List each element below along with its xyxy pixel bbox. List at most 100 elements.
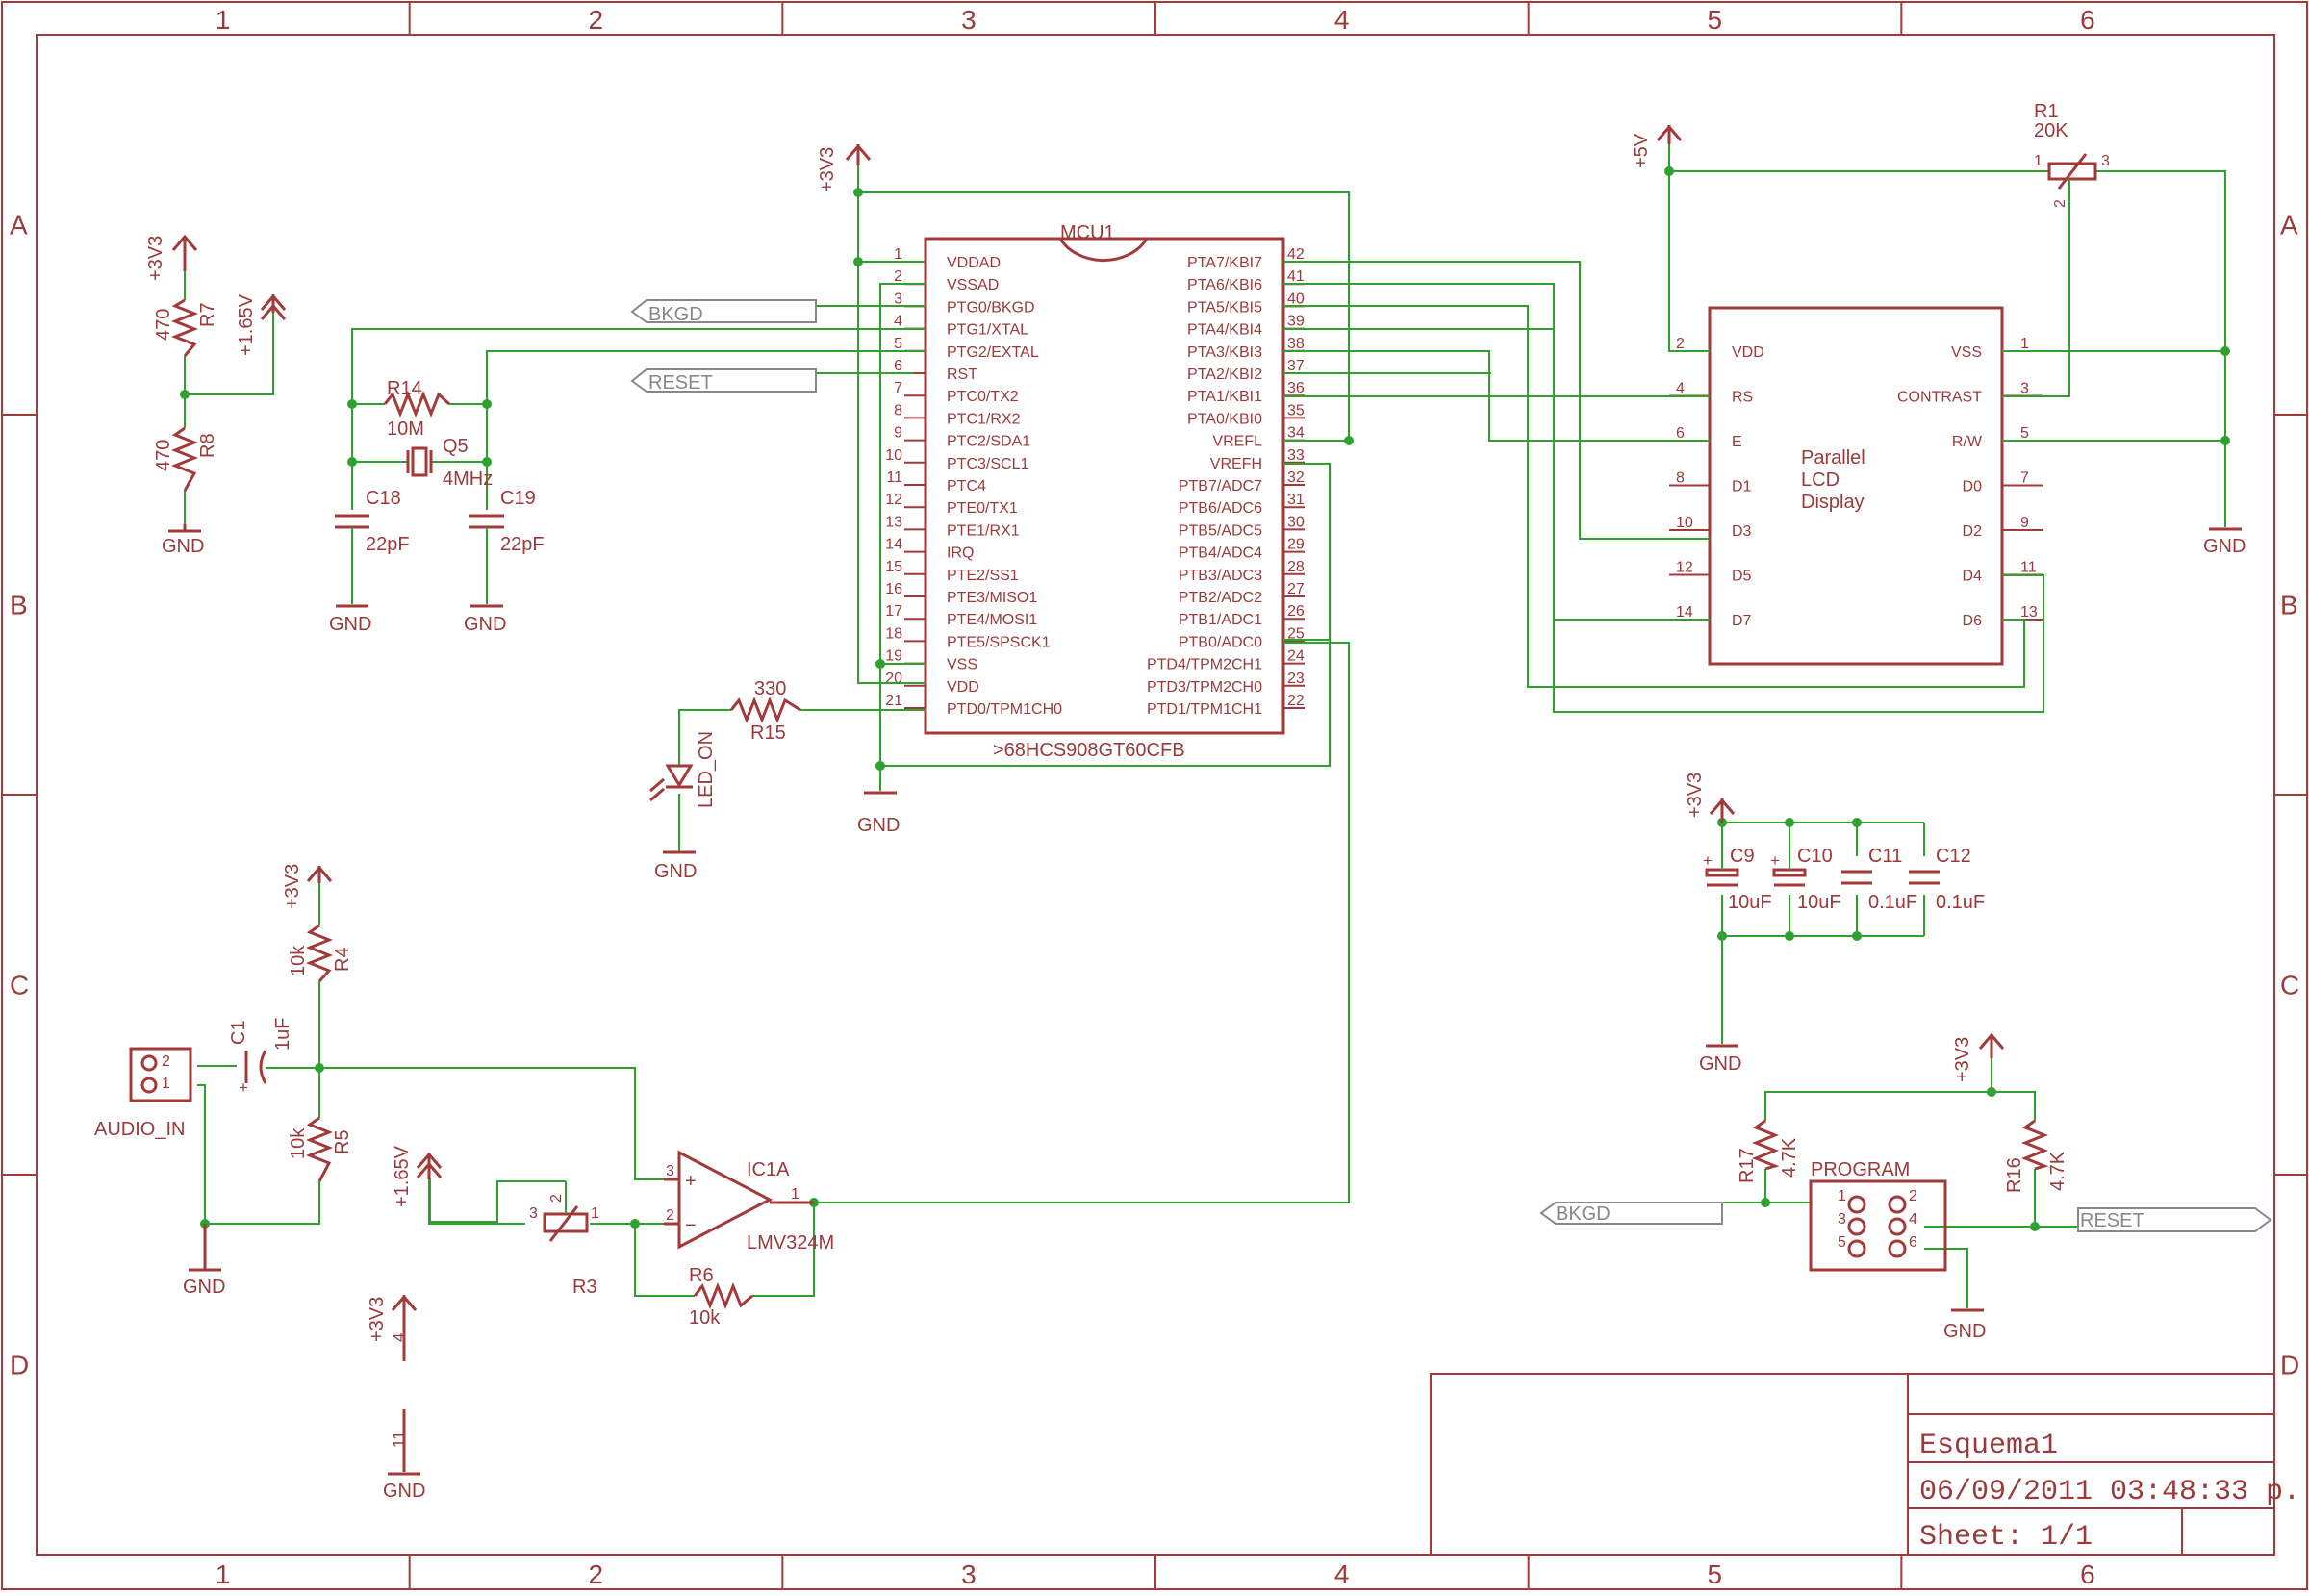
lcd-title-1: Parallel (1801, 447, 1865, 469)
svg-text:22pF: 22pF (366, 534, 410, 555)
mcu-pin-ptb1-adc1: PTB1/ADC1 (1179, 612, 1262, 628)
lcd-pin-num-4: 4 (1676, 381, 1685, 397)
mcu-pin-num-6: 6 (894, 358, 902, 374)
svg-text:R8: R8 (197, 433, 218, 458)
mcu-pin-ptd1-tpm1ch1: PTD1/TPM1CH1 (1147, 701, 1262, 718)
svg-text:BKGD: BKGD (1556, 1203, 1611, 1225)
frame-row-left-C: C (10, 971, 29, 1001)
svg-text:LED_ON: LED_ON (696, 731, 717, 808)
lcd-pin-num-7: 7 (2020, 470, 2029, 487)
mcu-pin-num-9: 9 (894, 425, 902, 442)
svg-text:PROGRAM: PROGRAM (1811, 1159, 1910, 1180)
passives: R7 470 R8 470 R14 10M Q5 4MHz C18 (94, 101, 2110, 1329)
mcu-pin-pta3-kbi3: PTA3/KBI3 (1187, 344, 1262, 361)
gnd-audio: GND (183, 1224, 225, 1298)
frame-row-left-D: D (10, 1351, 29, 1381)
svg-text:R14: R14 (387, 378, 422, 399)
frame-col-top-3: 3 (961, 5, 977, 35)
power-3v3-program: +3V3 (1952, 1032, 2005, 1082)
svg-text:R6: R6 (689, 1265, 714, 1286)
lcd-pin-vss: VSS (1951, 344, 1982, 361)
lcd-pin-num-11: 11 (2020, 560, 2037, 576)
mcu-pin-pta1-kbi1: PTA1/KBI1 (1187, 389, 1262, 405)
gnd-mcu: GND (857, 791, 900, 836)
frame-row-right-B: B (2280, 591, 2298, 621)
mcu-pin-ptb0-adc0: PTB0/ADC0 (1179, 634, 1262, 650)
power-5v-lcd: +5V (1631, 124, 1683, 168)
mcu-pin-num-14: 14 (885, 537, 902, 553)
svg-text:3: 3 (2101, 153, 2110, 169)
mcu-pin-pte4-mosi1: PTE4/MOSI1 (947, 612, 1037, 628)
mcu-pin-num-36: 36 (1287, 380, 1305, 396)
svg-text:R4: R4 (332, 947, 353, 972)
svg-text:11: 11 (390, 1431, 408, 1448)
frame-row-left-B: B (10, 591, 28, 621)
svg-text:1: 1 (1838, 1188, 1846, 1204)
frame-col-top-6: 6 (2080, 5, 2095, 35)
frame-col-bottom-1: 1 (216, 1559, 231, 1589)
mcu-pin-vss: VSS (947, 657, 977, 673)
lcd-pin-num-8: 8 (1676, 470, 1685, 487)
mcu-pin-ptc1-rx2: PTC1/RX2 (947, 411, 1021, 427)
lcd-pin-num-3: 3 (2020, 381, 2029, 397)
mcu-pin-pta5-kbi5: PTA5/KBI5 (1187, 299, 1262, 316)
lcd-pin-d4: D4 (1963, 569, 1983, 585)
mcu-pin-ptg0-bkgd: PTG0/BKGD (947, 299, 1035, 316)
mcu-pin-num-37: 37 (1287, 358, 1305, 374)
svg-text:LMV324M: LMV324M (747, 1232, 834, 1254)
resistor-r15: 330 R15 (729, 678, 801, 744)
mcu-pin-num-20: 20 (885, 671, 902, 687)
svg-text:+3V3: +3V3 (1685, 773, 1706, 818)
power-3v3-r4: +3V3 (282, 864, 333, 909)
mcu-pin-num-24: 24 (1287, 648, 1305, 665)
svg-text:RESET: RESET (2080, 1210, 2144, 1231)
svg-text:10M: 10M (387, 418, 424, 440)
svg-text:GND: GND (654, 861, 697, 882)
mcu-pin-num-16: 16 (885, 581, 902, 597)
lcd-pin-num-14: 14 (1676, 604, 1693, 621)
svg-text:1uF: 1uF (272, 1018, 293, 1051)
power-165-r3: +1.65V (392, 1145, 443, 1207)
mcu1-part: >68HCS908GT60CFB (993, 740, 1185, 761)
title-block-name: Esquema1 (1919, 1430, 2058, 1462)
resistor-r5: R5 10k (288, 1116, 353, 1182)
svg-text:GND: GND (383, 1481, 425, 1502)
svg-text:+3V3: +3V3 (282, 864, 303, 909)
svg-text:C1: C1 (228, 1020, 249, 1045)
mcu-pin-num-12: 12 (885, 492, 902, 508)
mcu-pin-vrefh: VREFH (1210, 456, 1262, 472)
svg-text:+: + (1703, 851, 1713, 870)
svg-text:20K: 20K (2034, 120, 2068, 141)
mcu-pin-pte2-ss1: PTE2/SS1 (947, 568, 1019, 584)
frame-col-top-5: 5 (1708, 5, 1723, 35)
svg-text:+3V3: +3V3 (1952, 1037, 1973, 1082)
gnd-c19: GND (464, 604, 506, 635)
power-3v3-mcu: +3V3 (817, 143, 872, 192)
mcu-pin-num-28: 28 (1287, 559, 1305, 575)
mcu-pin-num-27: 27 (1287, 581, 1305, 597)
svg-text:+: + (239, 1078, 248, 1097)
svg-text:+1.65V: +1.65V (392, 1145, 413, 1207)
svg-text:R3: R3 (572, 1277, 597, 1298)
wires (184, 144, 2226, 1308)
svg-text:1: 1 (791, 1186, 799, 1203)
frame-col-top-1: 1 (216, 5, 231, 35)
lcd-pin-e: E (1732, 434, 1742, 450)
lcd-title-2: LCD (1801, 469, 1840, 491)
gnd-opamp: GND (383, 1472, 425, 1502)
lcd-pin-num-2: 2 (1676, 336, 1685, 352)
svg-text:3: 3 (529, 1205, 538, 1222)
lcd-pin-d2: D2 (1963, 523, 1983, 540)
gnd-led: GND (654, 850, 697, 882)
mcu-pin-num-10: 10 (885, 447, 902, 464)
svg-text:4MHz: 4MHz (443, 469, 493, 490)
svg-text:GND: GND (183, 1277, 225, 1298)
svg-text:C10: C10 (1797, 846, 1833, 867)
mcu-pin-pte3-miso1: PTE3/MISO1 (947, 590, 1037, 606)
lcd-pin-vdd: VDD (1732, 344, 1764, 361)
svg-text:10k: 10k (288, 945, 309, 976)
program-header: PROGRAM 1 2 3 4 5 6 (1809, 1159, 1947, 1272)
resistor-r16: R16 4.7K (2004, 1119, 2068, 1193)
svg-text:C19: C19 (500, 488, 536, 509)
svg-text:4.7K: 4.7K (2047, 1151, 2068, 1191)
